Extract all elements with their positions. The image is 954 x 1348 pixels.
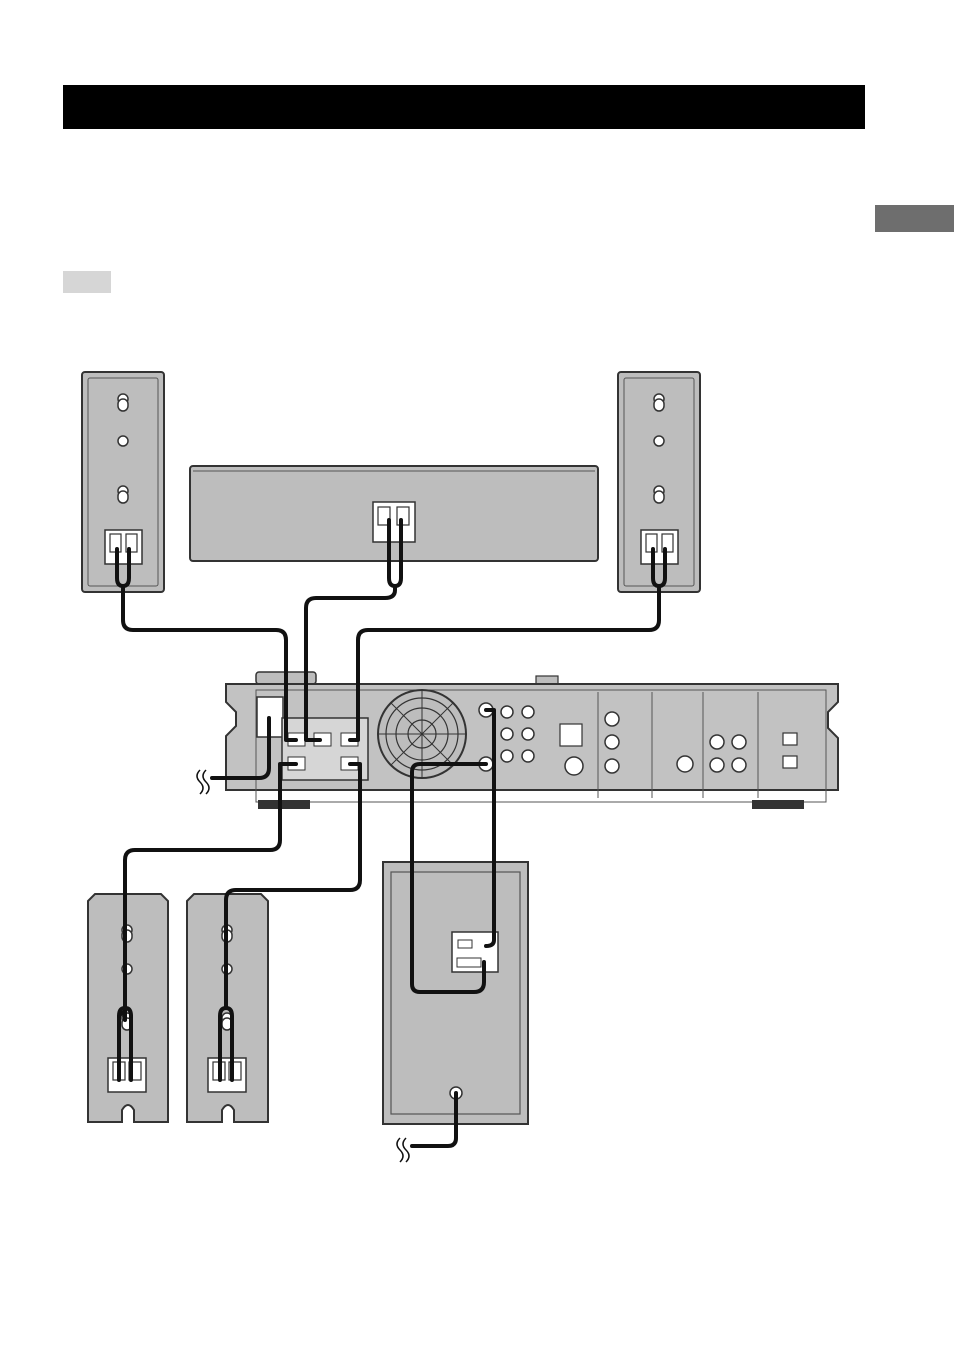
speaker-terminal bbox=[105, 530, 142, 564]
front-left-speaker bbox=[82, 372, 164, 592]
center-speaker bbox=[190, 466, 598, 561]
speaker-terminal bbox=[641, 530, 678, 564]
keyhole-mount-icon bbox=[654, 486, 664, 503]
keyhole-mount-icon bbox=[118, 486, 128, 503]
screw-hole-icon bbox=[654, 436, 664, 446]
front-right-speaker bbox=[618, 372, 700, 592]
keyhole-mount-icon bbox=[118, 394, 128, 411]
screw-hole-icon bbox=[118, 436, 128, 446]
speaker-terminal bbox=[373, 502, 415, 542]
keyhole-mount-icon bbox=[654, 394, 664, 411]
speaker-terminal bbox=[208, 1058, 246, 1092]
speaker-terminal bbox=[108, 1058, 146, 1092]
speaker-output-block bbox=[282, 718, 368, 780]
